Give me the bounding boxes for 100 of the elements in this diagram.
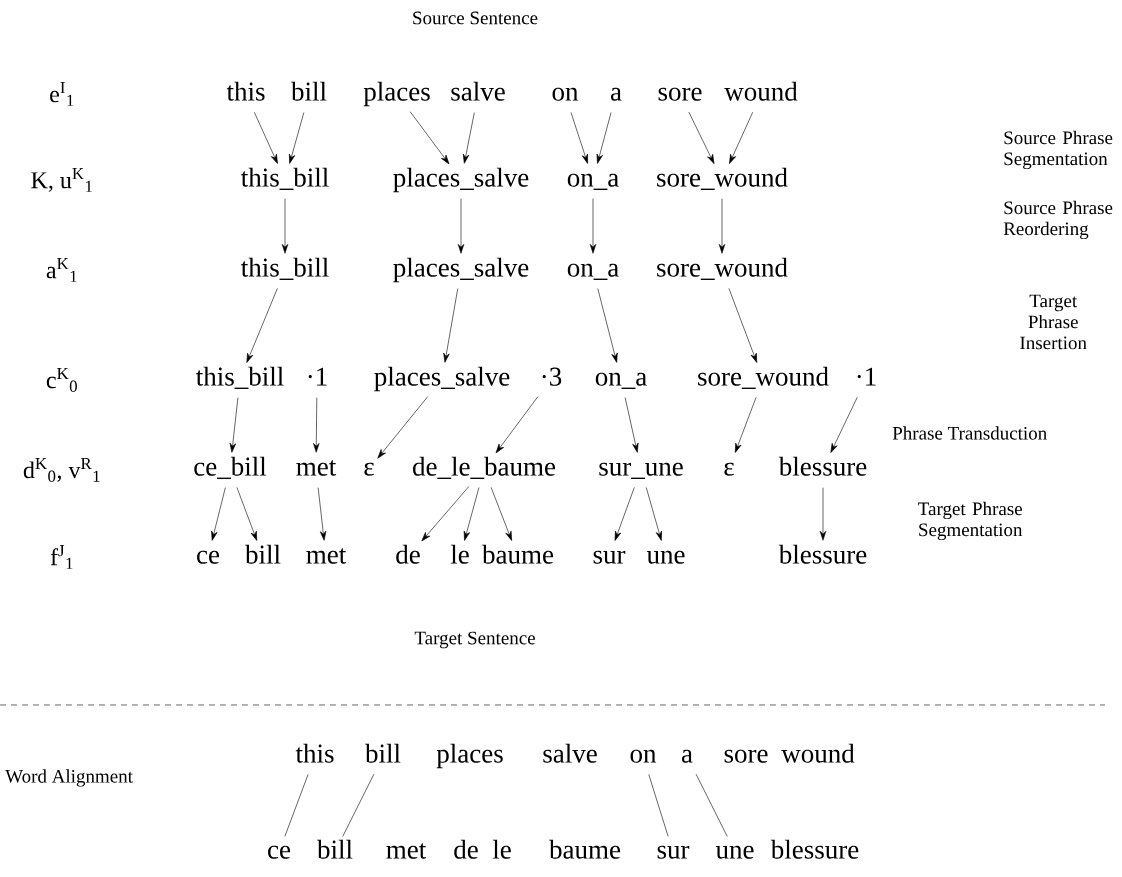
row-label: Word Alignment xyxy=(5,769,133,787)
word-label: ·1 xyxy=(857,367,876,386)
arrow xyxy=(236,487,258,541)
word-label: baume xyxy=(482,544,554,564)
arrow xyxy=(457,198,465,254)
arrow xyxy=(688,111,715,164)
alignment-line xyxy=(284,774,309,837)
word-label: bill xyxy=(291,81,327,101)
word-label: this xyxy=(226,81,265,101)
word-label: ce xyxy=(268,845,291,859)
arrow xyxy=(495,396,539,454)
arrow xyxy=(614,487,635,541)
word-label: this_bill xyxy=(196,366,284,389)
word-label: de xyxy=(396,544,420,564)
word-label: on_a xyxy=(567,263,619,280)
word-label: met xyxy=(386,843,427,859)
word-label: baume xyxy=(549,839,621,859)
step-label: Target Phrase Insertion xyxy=(1020,294,1087,350)
word-label: places_salve xyxy=(393,167,529,193)
arrow xyxy=(596,112,612,164)
word-label: on_a xyxy=(595,372,647,389)
arrow xyxy=(729,111,754,164)
word-label: places xyxy=(363,81,430,107)
row-symbol: f$^{J}$1 xyxy=(50,545,73,569)
word-label: de xyxy=(454,839,478,859)
word-label: wound xyxy=(781,743,855,763)
row-symbol: d$^{K}$$_{0}$, v$^{R}$1 xyxy=(23,458,100,482)
word-label: blessure xyxy=(778,544,867,564)
word-label: bill xyxy=(317,839,353,859)
word-label: ε xyxy=(724,462,734,476)
word-label: sur_une xyxy=(599,462,683,479)
arrow xyxy=(728,288,758,363)
word-label: on xyxy=(630,749,657,763)
word-label: bill xyxy=(365,743,401,763)
row-symbol: e$^{I}$1 xyxy=(50,82,74,106)
arrow xyxy=(570,112,588,164)
step-label: Phrase Transduction xyxy=(892,426,1047,440)
word-label: ·3 xyxy=(542,367,562,386)
word-label: wound xyxy=(724,81,798,101)
word-label: sore_wound xyxy=(698,366,829,389)
arrow xyxy=(281,198,289,254)
arrow xyxy=(377,396,429,459)
arrow xyxy=(317,487,327,541)
word-label: sur xyxy=(593,550,626,564)
row-symbol: c$^{K}$0 xyxy=(46,368,77,392)
alignment-line xyxy=(342,773,375,837)
arrow xyxy=(229,397,239,453)
row-symbol: a$^{K}$1 xyxy=(46,258,77,282)
step-label: Source Phrase Reordering xyxy=(1003,200,1113,240)
arrow xyxy=(589,198,597,254)
arrow xyxy=(597,288,618,363)
word-label: sore xyxy=(658,87,702,101)
arrow xyxy=(830,396,858,453)
step-label: Source Phrase Segmentation xyxy=(1004,130,1113,170)
word-label: a xyxy=(610,87,622,101)
arrow xyxy=(289,112,305,164)
word-label: ce_bill xyxy=(194,456,267,479)
arrow xyxy=(718,198,726,254)
word-label: blessure xyxy=(770,839,859,859)
word-label: blessure xyxy=(778,456,867,476)
word-label: ·1 xyxy=(308,367,327,386)
word-label: ce xyxy=(197,550,220,564)
arrow xyxy=(254,111,278,164)
alignment-line xyxy=(648,774,669,837)
word-label: this_bill xyxy=(241,167,329,190)
word-label: salve xyxy=(543,743,597,763)
arrow xyxy=(443,288,459,363)
arrow xyxy=(463,487,480,541)
sentence-heading: Target Sentence xyxy=(414,631,535,649)
arrow xyxy=(246,288,278,363)
alignment-line xyxy=(695,773,728,837)
arrow xyxy=(462,112,475,164)
word-label: bill xyxy=(245,544,281,564)
word-label: this_bill xyxy=(241,257,329,280)
row-symbol: K, u$^{K}$1 xyxy=(31,168,92,192)
arrow xyxy=(421,486,470,542)
word-label: salve xyxy=(451,81,505,101)
word-label: ε xyxy=(364,462,374,476)
step-label: Target Phrase Segmentation xyxy=(918,501,1023,541)
arrow xyxy=(211,487,226,541)
word-label: places xyxy=(436,743,503,769)
arrow xyxy=(624,397,639,453)
arrow xyxy=(645,487,662,541)
word-label: met xyxy=(306,548,347,564)
word-label: met xyxy=(296,460,337,476)
word-label: de_le_baume xyxy=(413,456,556,479)
word-label: le xyxy=(492,839,511,859)
arrow xyxy=(313,397,320,453)
word-label: sore_wound xyxy=(657,167,788,190)
word-label: this xyxy=(295,743,334,763)
arrow xyxy=(819,487,827,541)
word-label: sore_wound xyxy=(657,257,788,280)
arrow xyxy=(490,487,512,541)
word-label: on xyxy=(552,87,579,101)
word-label: places_salve xyxy=(393,257,529,283)
word-label: sur xyxy=(657,845,690,859)
arrow xyxy=(409,111,450,165)
word-label: a xyxy=(681,749,693,763)
word-label: une xyxy=(646,550,685,564)
word-label: places_salve xyxy=(374,366,510,392)
